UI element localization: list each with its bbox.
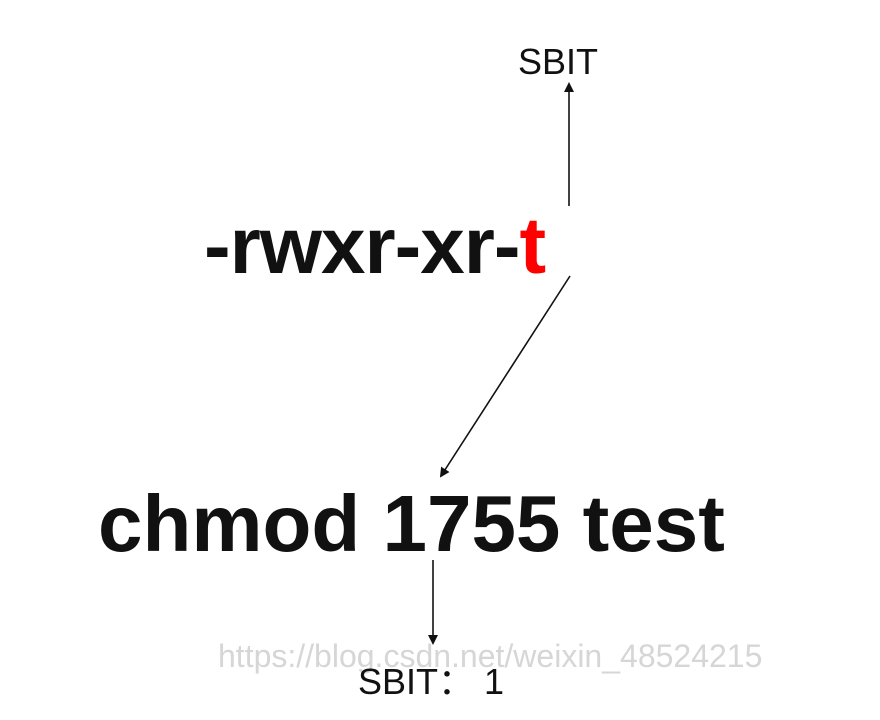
sbit-top-label: SBIT [518, 41, 599, 82]
watermark-url: https://blog.csdn.net/weixin_48524215 [218, 638, 763, 674]
arrow-to-chmod-digit [439, 275, 571, 478]
permission-prefix: -rwxr-xr- [204, 201, 521, 290]
chmod-command: chmod 1755 test [98, 479, 725, 568]
sticky-bit-char: t [519, 201, 547, 290]
sbit-bottom-label: SBIT： 1 [358, 661, 505, 702]
permission-string: -rwxr-xr-t [204, 206, 546, 286]
